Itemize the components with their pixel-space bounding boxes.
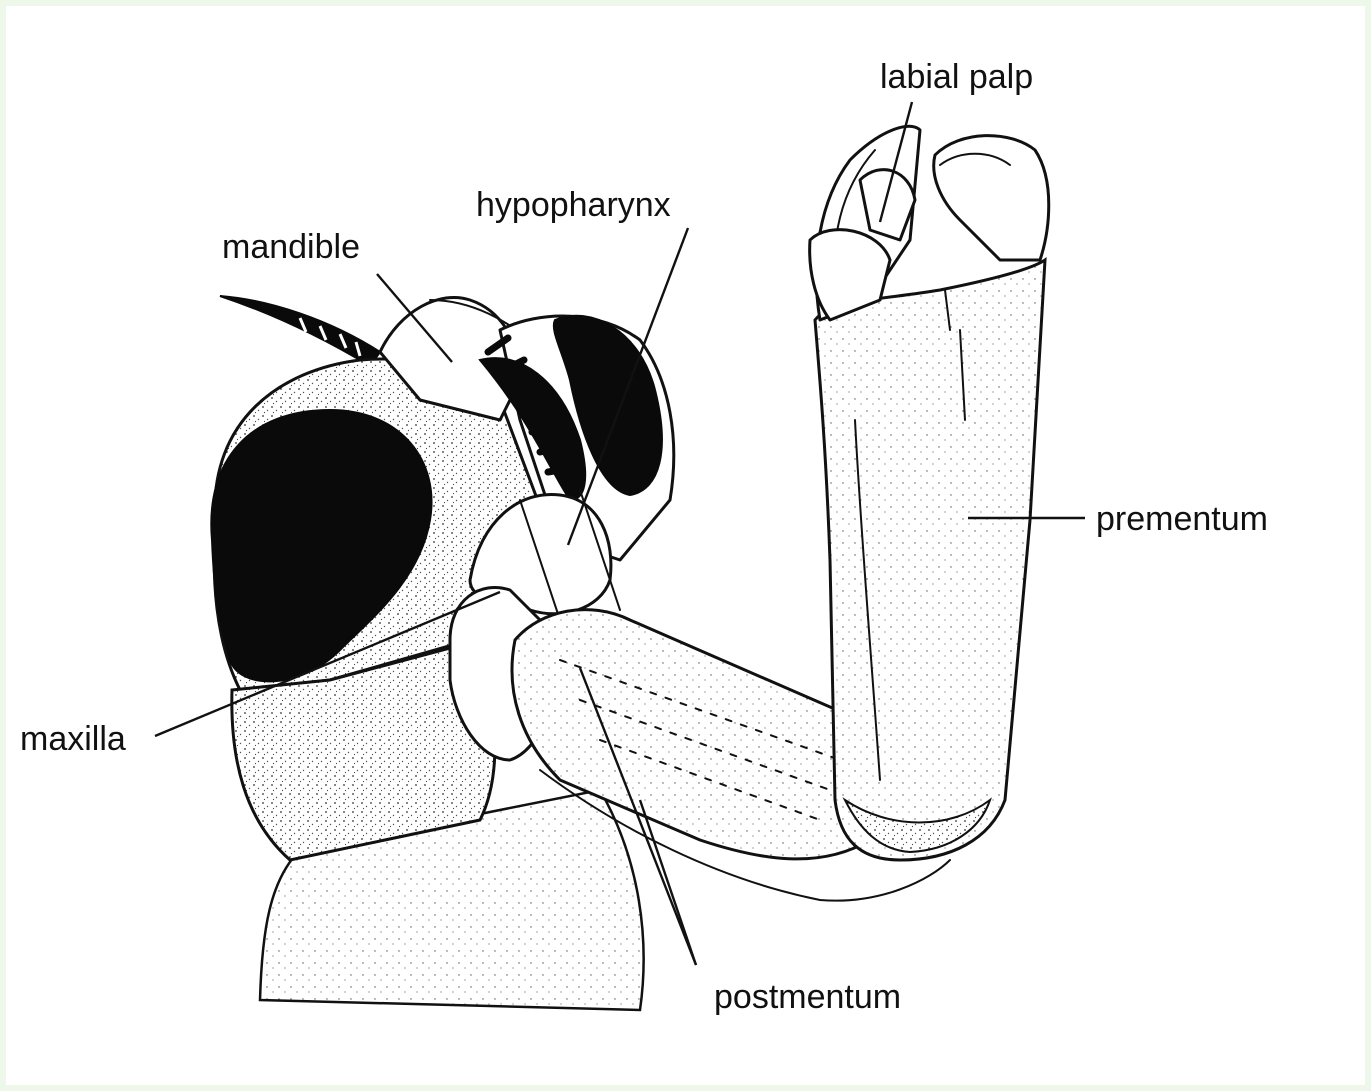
antenna xyxy=(220,296,380,366)
prementum-part xyxy=(815,260,1045,860)
label-postmentum: postmentum xyxy=(714,978,901,1016)
label-mandible: mandible xyxy=(222,228,360,266)
label-labial-palp: labial palp xyxy=(880,58,1033,96)
label-hypopharynx: hypopharynx xyxy=(476,186,671,224)
label-prementum: prementum xyxy=(1096,500,1268,538)
label-maxilla: maxilla xyxy=(20,720,126,758)
